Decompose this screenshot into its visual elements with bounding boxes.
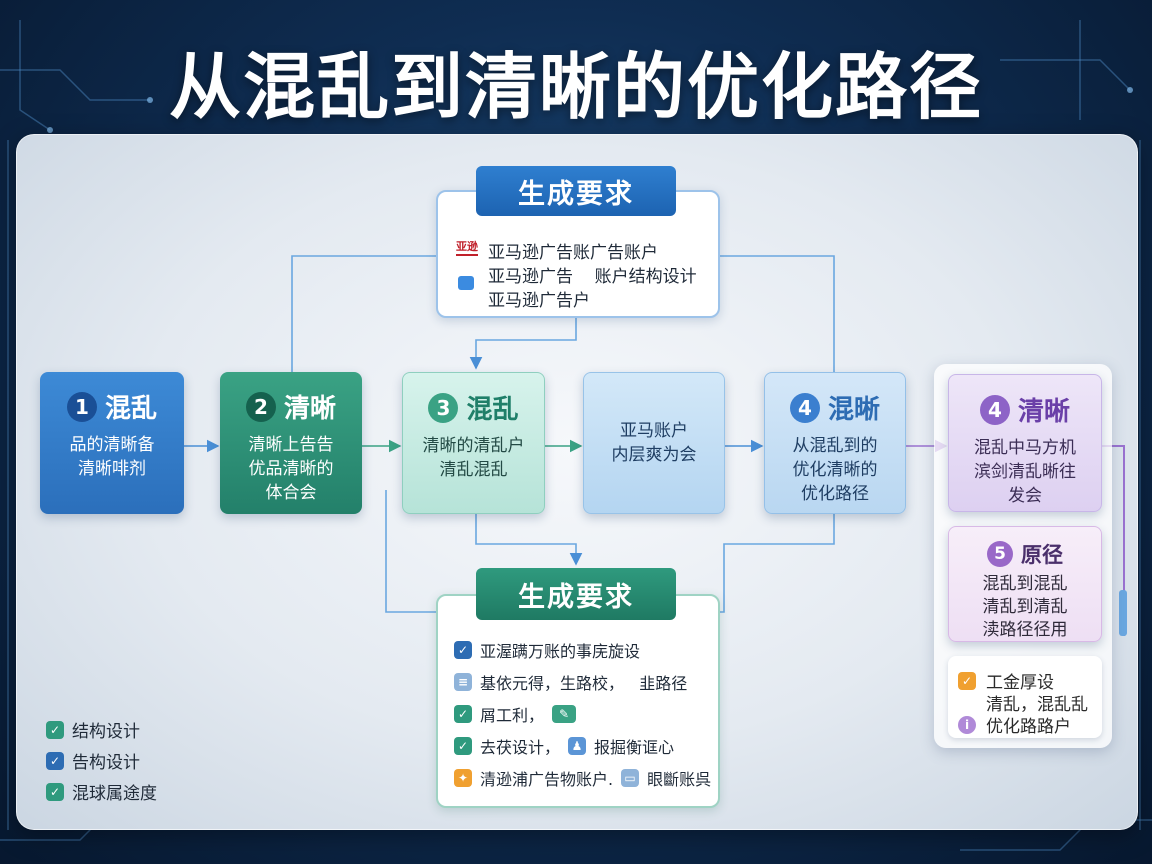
list-item: ≡基依元得，生路校， 韭路径	[454, 670, 687, 694]
step-line: 渎路径径用	[982, 620, 1068, 640]
step-line: 清晰的清乱户	[422, 436, 525, 456]
step-line: 清乱混乱	[439, 460, 508, 480]
list-item: 清乱，混乱乱	[986, 695, 1088, 715]
legend-item: ✓混球属途度	[46, 776, 157, 807]
legend: ✓结构设计 ✓告构设计 ✓混球属途度	[46, 714, 157, 807]
account-layer-node[interactable]: 亚马账户内层爽为会	[583, 372, 725, 514]
page-title: 从混乱到清晰的优化路径	[168, 45, 983, 129]
card-icon: ▭	[621, 769, 640, 787]
step-number-badge: 3	[428, 392, 459, 423]
legend-item: ✓结构设计	[46, 714, 157, 745]
step-line: 清晰啡剂	[78, 459, 146, 479]
step-line: 品的清晰备	[69, 435, 155, 455]
step-line: 内层爽为会	[611, 445, 697, 465]
step-line: 发会	[1008, 486, 1042, 506]
check-icon: ✓	[454, 737, 472, 755]
edit-icon: ✎	[552, 705, 577, 723]
check-icon: ✓	[454, 705, 472, 723]
list-item: ✦清逊浦广告物账户.▭眼斷账呉	[454, 766, 711, 790]
step-number-badge: 4	[979, 394, 1010, 425]
step-title: 混乱	[104, 394, 157, 424]
tag-icon: ✦	[454, 769, 472, 787]
step-title: 原径	[1021, 543, 1063, 567]
step-line: 从混乱到的	[792, 436, 878, 456]
step-line: 混乱到混乱	[982, 574, 1068, 594]
list-item: ✓工金厚设	[958, 668, 1054, 693]
line-3-left	[385, 490, 436, 613]
step-line: 体合会	[265, 483, 317, 503]
check-icon: ✓	[46, 720, 64, 739]
check-icon: ✓	[46, 751, 64, 770]
step-line: 优品清晰的	[248, 459, 334, 479]
line-5-bottom	[716, 514, 835, 613]
list-item: ✓屑工利，✎	[454, 702, 577, 726]
step-title: 混乱	[466, 395, 519, 425]
requirement-line: 亚马逊广告 账户结构设计	[488, 267, 697, 287]
requirement-line: 亚马逊广告账广告账户	[488, 243, 658, 263]
check-icon: ✓	[454, 641, 472, 659]
step-title: 清晰	[283, 394, 336, 424]
step-number-badge: 5	[987, 541, 1013, 567]
person-icon: ♟	[568, 737, 587, 755]
step-title: 清晰	[1017, 397, 1070, 427]
step-number-badge: 4	[789, 392, 820, 423]
step-line: 清晰上告告	[248, 435, 334, 455]
line-3-bottom	[475, 514, 583, 566]
requirement-line: 亚马逊广告户	[488, 291, 590, 311]
requirements-bottom-box: ✓亚渥蹒万账的事庑旋设 ≡基依元得，生路校， 韭路径 ✓屑工利，✎ ✓去茯设计，…	[436, 594, 720, 808]
check-icon: ✓	[46, 782, 64, 801]
step-line: 混乱中马方机	[974, 438, 1076, 458]
amazon-logo-icon: 亚逊	[456, 238, 478, 256]
scroll-indicator	[1119, 590, 1127, 636]
info-icon: i	[958, 715, 976, 734]
line-2-top	[291, 255, 436, 372]
step-number-badge: 1	[66, 391, 97, 422]
chat-icon	[458, 276, 474, 290]
legend-item: ✓告构设计	[46, 745, 157, 776]
check-icon: ✓	[958, 671, 976, 690]
step-line: 优化路径	[801, 484, 869, 504]
step-line: 优化清晰的	[792, 460, 878, 480]
list-item: ✓去茯设计，♟报掘衡诓心	[454, 734, 674, 758]
requirements-top-title: 生成要求	[476, 166, 676, 216]
step-5-node[interactable]: 5 原径 混乱到混乱清乱到清乱渎路径径用	[948, 526, 1102, 642]
step-line: 清乱到清乱	[982, 597, 1068, 617]
step-line: 滨剑清乱晰往	[974, 462, 1076, 482]
line-top-3	[469, 314, 577, 370]
requirements-bottom-title: 生成要求	[476, 568, 676, 620]
line-top-5	[716, 255, 835, 372]
document-icon: ≡	[454, 673, 472, 691]
step-number-badge: 2	[245, 391, 276, 422]
list-item: ✓亚渥蹒万账的事庑旋设	[454, 638, 640, 662]
step-line: 亚马账户	[620, 421, 688, 441]
step-title: 混晰	[827, 395, 880, 425]
